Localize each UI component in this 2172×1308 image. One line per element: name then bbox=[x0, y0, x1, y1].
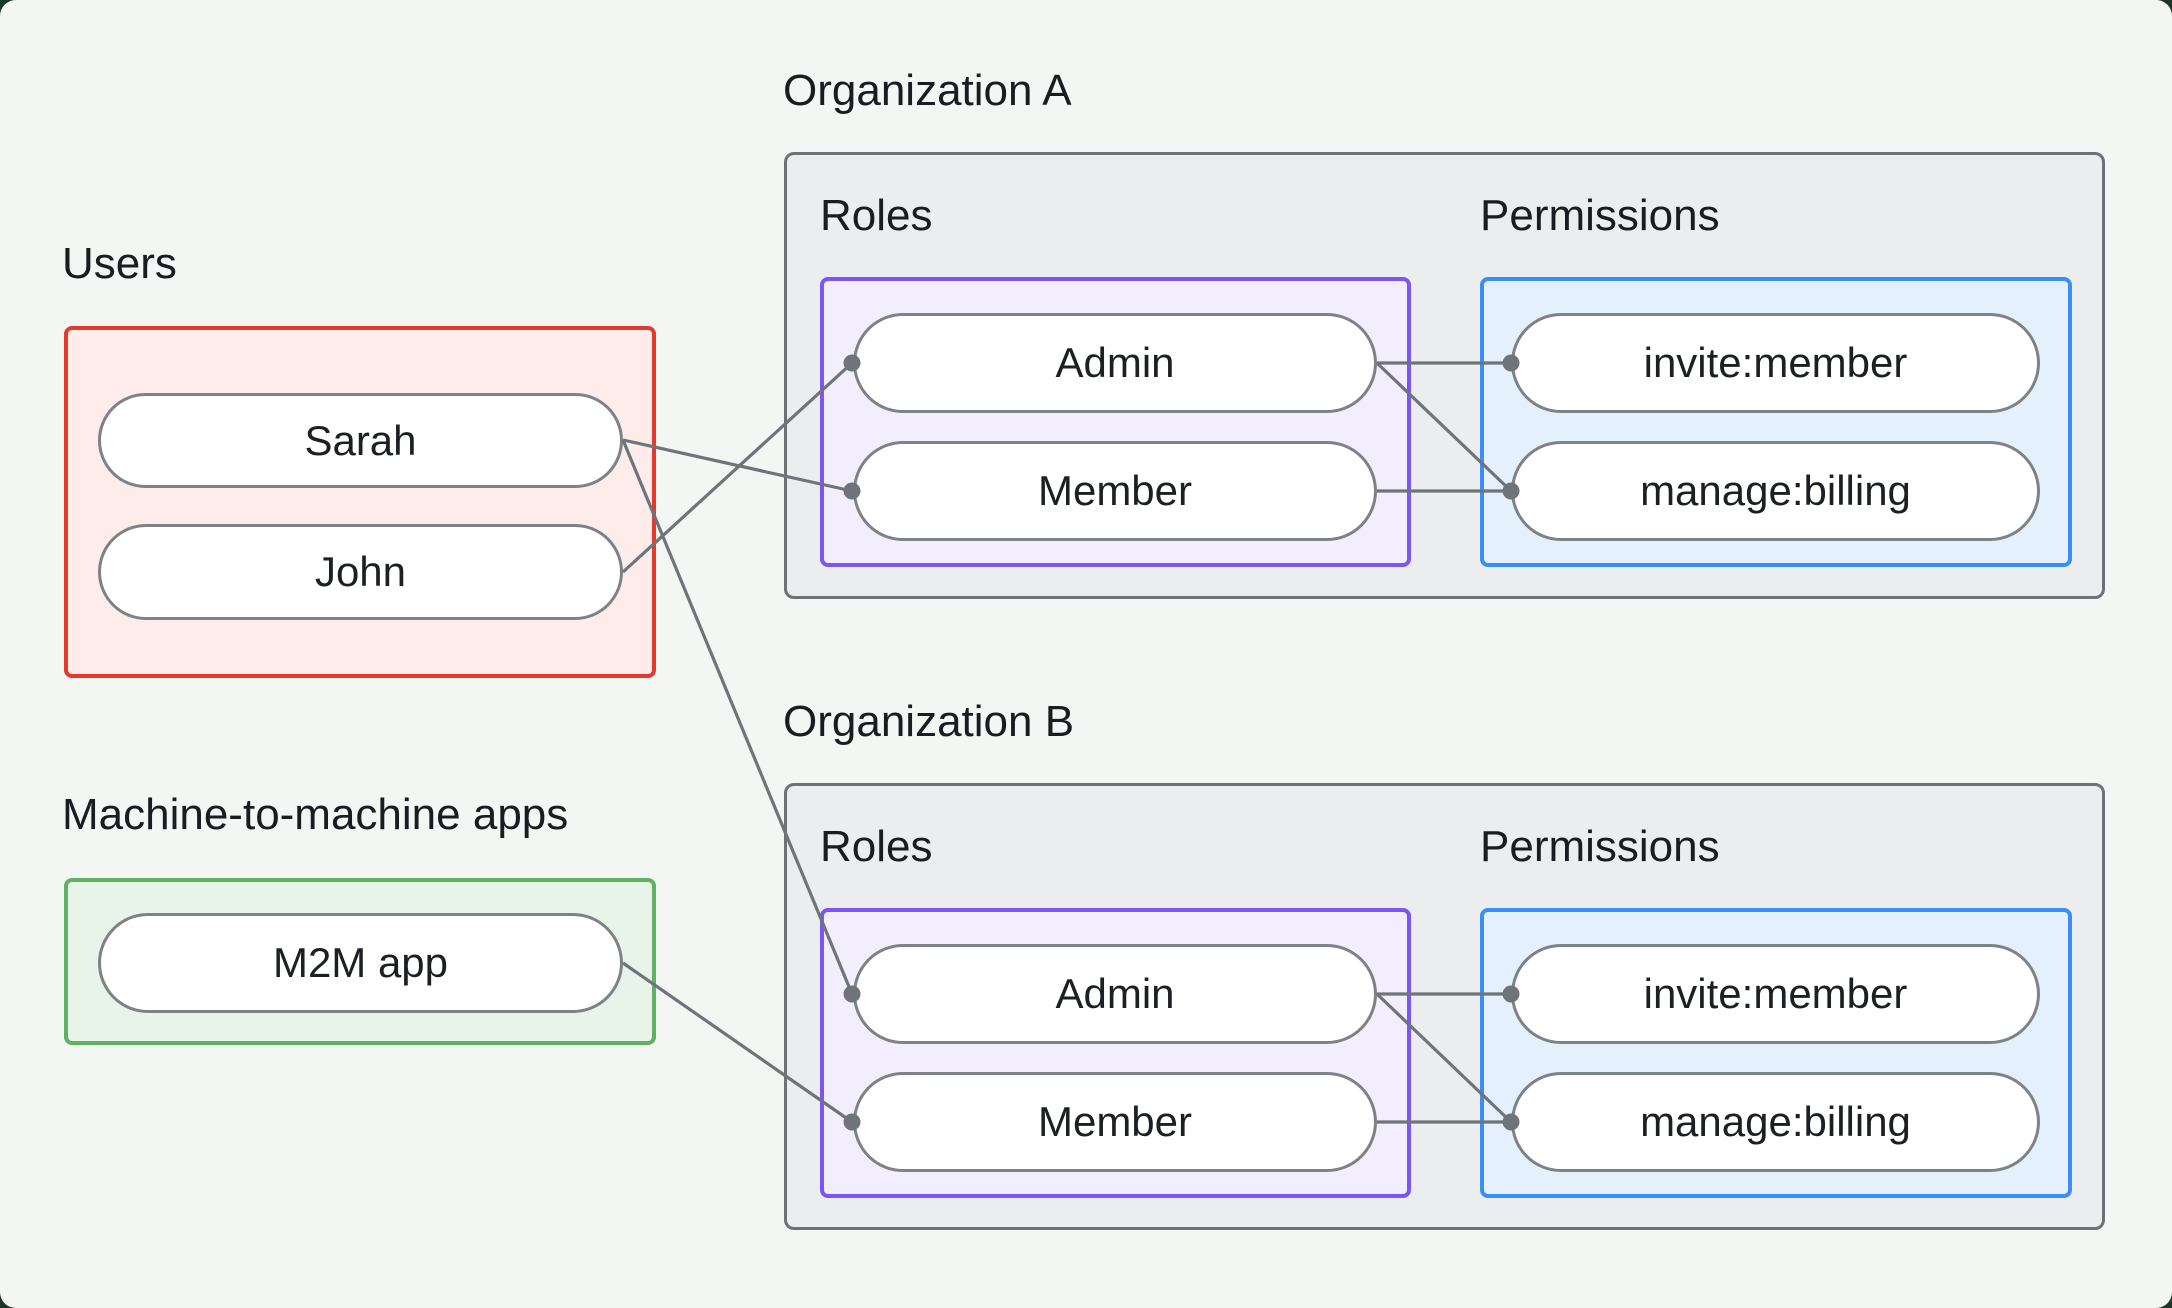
role-node-label: Member bbox=[1037, 467, 1193, 514]
permission-node-label: invite:member bbox=[1643, 339, 1908, 386]
permission-node-label: invite:member bbox=[1643, 970, 1908, 1017]
m2m-group-label: Machine-to-machine apps bbox=[62, 790, 569, 839]
role-node-label: Admin bbox=[1055, 970, 1175, 1017]
org-b-permissions-label: Permissions bbox=[1480, 822, 1720, 871]
org-a-role-admin: Admin bbox=[853, 313, 1377, 413]
org-a-permission-invite-member: invite:member bbox=[1511, 313, 2040, 413]
org-b-role-member: Member bbox=[853, 1072, 1377, 1172]
org-a-role-member: Member bbox=[853, 441, 1377, 541]
role-node-label: Member bbox=[1037, 1098, 1193, 1145]
org-b-role-admin: Admin bbox=[853, 944, 1377, 1044]
org-a-permission-manage-billing: manage:billing bbox=[1511, 441, 2040, 541]
org-a-permissions-label: Permissions bbox=[1480, 191, 1720, 240]
user-node-label: John bbox=[314, 548, 407, 595]
org-a-roles-label: Roles bbox=[820, 191, 933, 240]
users-group-box bbox=[64, 326, 656, 678]
users-group-label: Users bbox=[62, 239, 177, 288]
permission-node-label: manage:billing bbox=[1640, 1098, 1911, 1145]
org-b-permission-invite-member: invite:member bbox=[1511, 944, 2040, 1044]
user-node-label: Sarah bbox=[304, 416, 417, 464]
org-a-title: Organization A bbox=[783, 66, 1072, 115]
m2m-app-node: M2M app bbox=[98, 913, 623, 1013]
m2m-app-node-label: M2M app bbox=[272, 939, 449, 986]
user-node-john: John bbox=[98, 524, 623, 620]
user-node-sarah: Sarah bbox=[98, 393, 623, 488]
org-b-permission-manage-billing: manage:billing bbox=[1511, 1072, 2040, 1172]
org-b-title: Organization B bbox=[783, 697, 1075, 746]
role-node-label: Admin bbox=[1055, 339, 1175, 386]
permission-node-label: manage:billing bbox=[1640, 467, 1911, 514]
org-b-roles-label: Roles bbox=[820, 822, 933, 871]
